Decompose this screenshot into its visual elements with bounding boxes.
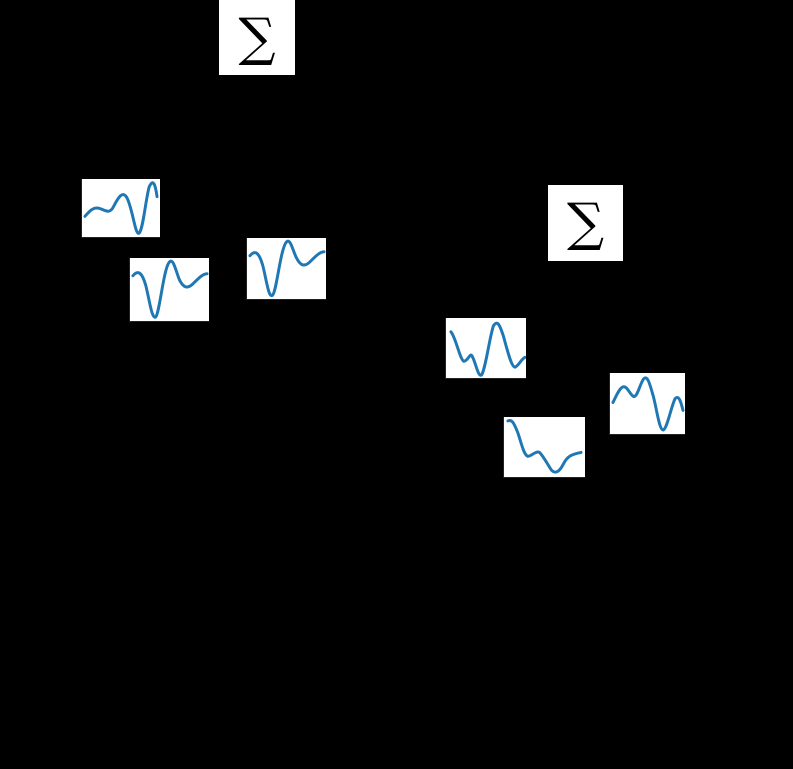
waveform-plot-icon [449,321,526,377]
waveform-plot-icon [83,181,159,235]
waveform-3 [246,238,326,300]
waveform-plot-icon [248,239,326,298]
waveform-5 [503,417,585,478]
summation-icon: ∑ [219,0,295,75]
waveform-plot-icon [131,259,209,319]
waveform-4 [445,318,526,379]
waveform-plot-icon [611,376,685,432]
waveform-plot-icon [506,419,583,474]
waveform-1 [81,179,160,238]
summation-icon: ∑ [548,185,623,261]
waveform-6 [609,373,685,435]
waveform-2 [129,258,209,322]
